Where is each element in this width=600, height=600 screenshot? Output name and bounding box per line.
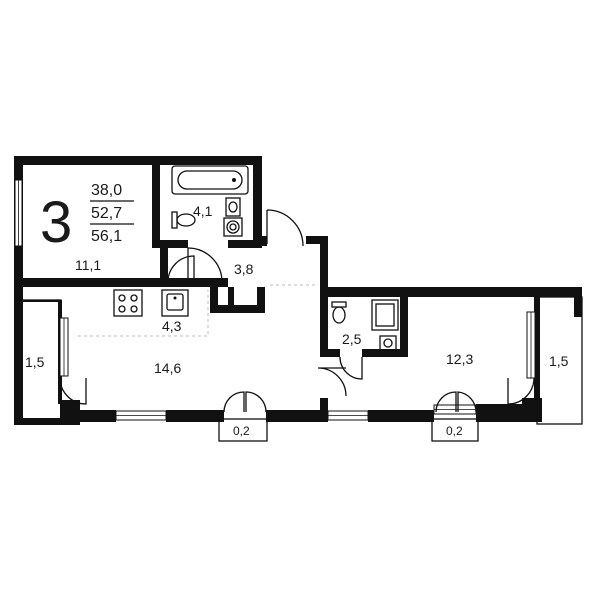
wall-wc-bottom-left	[320, 349, 340, 357]
wall-right-upper	[253, 156, 262, 242]
wall-notch-bottom	[210, 305, 265, 313]
wall-balcony-top-left	[23, 300, 61, 302]
wall-wc-bottom-right	[362, 349, 408, 357]
door-entrance	[266, 209, 304, 247]
wall-top-left	[14, 156, 262, 165]
living-area: 38,0	[91, 182, 122, 199]
toilet-tank-icon	[171, 211, 178, 229]
wall-balcony-bottom-left	[14, 418, 60, 425]
windows	[14, 179, 536, 421]
balcony-right-outline	[536, 296, 583, 425]
area-hall: 3,8	[234, 261, 254, 277]
total-area-with-balconies: 56,1	[91, 228, 122, 245]
area-wc: 2,5	[342, 331, 362, 347]
wall-hall-step	[262, 236, 267, 246]
door-wc	[339, 356, 363, 380]
sink-icon	[225, 197, 241, 217]
loggia-2-outline	[431, 418, 479, 442]
wall-bottom-seg-2	[166, 410, 224, 422]
bathtub-icon	[171, 165, 249, 195]
area-kitchen: 4,3	[162, 318, 182, 334]
wall-bottom-seg-1	[80, 410, 116, 422]
room-labels: 11,1 4,1 3,8 4,3 14,6 1,5 2,5 12,3 1,5 0…	[25, 203, 569, 438]
wall-notch-left	[210, 287, 218, 313]
stove-icon	[113, 289, 143, 317]
door-balcony-left	[59, 377, 87, 405]
wall-bath-bottom-right	[228, 240, 262, 248]
rooms-count: 3	[40, 190, 72, 255]
wall-bedroom-bottom	[14, 278, 228, 287]
wall-notch-inner	[228, 287, 234, 305]
bathtub-inner	[177, 170, 243, 190]
walls	[14, 156, 582, 425]
wc-toilet-tank-icon	[331, 301, 347, 308]
kitchen-sink-icon	[161, 289, 189, 317]
wall-wc-left	[320, 297, 328, 357]
wall-hall-right	[320, 236, 328, 288]
door-loggia-1b	[245, 391, 267, 413]
wall-bath-left	[152, 160, 160, 248]
wall-bottom-left-block	[60, 400, 80, 425]
wall-bath-bottom-left	[152, 240, 188, 248]
wall-wc-right	[400, 297, 408, 357]
wall-bottom-seg-3	[266, 410, 328, 422]
shower-icon	[371, 299, 399, 331]
wall-hall-top	[306, 236, 328, 244]
wall-bottom-seg-5	[476, 404, 522, 422]
area-loggia-1: 0,2	[233, 424, 250, 438]
toilet-bowl-icon	[176, 213, 196, 227]
summary: 3 38,0 52,7 56,1	[40, 182, 134, 255]
zone-lines	[78, 284, 318, 337]
washing-machine-icon	[223, 217, 243, 237]
doors	[59, 209, 535, 413]
loggia-1-outline	[218, 418, 268, 442]
wall-right-edge	[574, 287, 582, 317]
area-bedroom-1: 11,1	[75, 257, 101, 273]
wall-bottom-center	[320, 398, 328, 422]
fixtures	[113, 165, 399, 351]
wc-toilet-bowl-icon	[332, 306, 346, 324]
area-balcony-left: 1,5	[25, 354, 45, 370]
wall-bottom-seg-4	[368, 410, 434, 422]
total-area: 52,7	[91, 205, 122, 222]
door-loggia-2b	[457, 391, 477, 413]
area-bathroom: 4,1	[193, 203, 213, 219]
door-loggia-1	[223, 391, 245, 413]
door-bathroom	[187, 247, 223, 283]
kitchen-zone-line	[78, 290, 209, 337]
door-living	[317, 367, 347, 397]
wc-sink-icon	[379, 335, 397, 351]
bathtub-drain-icon	[232, 178, 236, 182]
area-living-room: 14,6	[154, 360, 181, 376]
area-balcony-right: 1,5	[549, 353, 569, 369]
wall-left-lower	[14, 287, 23, 425]
wall-top-right	[320, 287, 582, 297]
wall-bedroom-inner	[160, 248, 168, 278]
area-loggia-2: 0,2	[446, 424, 463, 438]
door-loggia-2	[435, 391, 457, 413]
door-balcony-right	[507, 377, 535, 405]
door-bedroom-1	[167, 255, 195, 283]
wall-notch-right	[257, 287, 265, 313]
area-bedroom-2: 12,3	[446, 351, 473, 367]
